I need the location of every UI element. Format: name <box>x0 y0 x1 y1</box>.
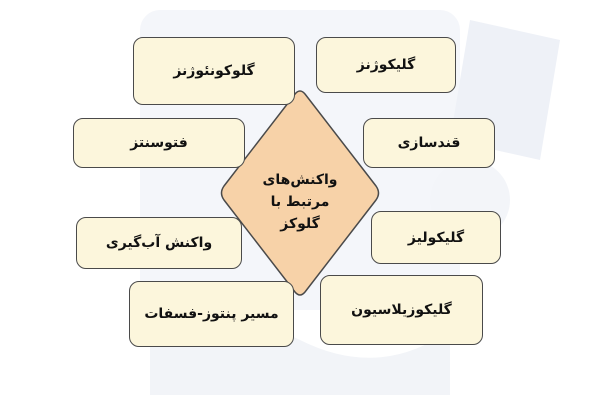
center-label-line-3: گلوکز <box>280 216 320 232</box>
node-dehydration-reaction: واکنش آب‌گیری <box>76 217 242 269</box>
node-photosynthesis: فتوسنتز <box>73 118 245 168</box>
center-label-line-2: مرتبط با <box>270 194 330 210</box>
node-glycolysis: گلیکولیز <box>371 211 501 264</box>
node-sugar-formation: قندسازی <box>363 118 495 168</box>
node-glycosylation: گلیکوزیلاسیون <box>320 275 483 345</box>
node-pentose-phosphate-pathway: مسیر پنتوز-فسفات <box>129 281 294 347</box>
center-label-line-1: واکنش‌های <box>262 172 338 188</box>
node-glycogenesis: گلیکوژنز <box>316 37 456 93</box>
node-gluconeogenesis: گلوکونئوژنز <box>133 37 295 105</box>
center-label: واکنش‌های مرتبط با گلوکز <box>240 160 360 244</box>
